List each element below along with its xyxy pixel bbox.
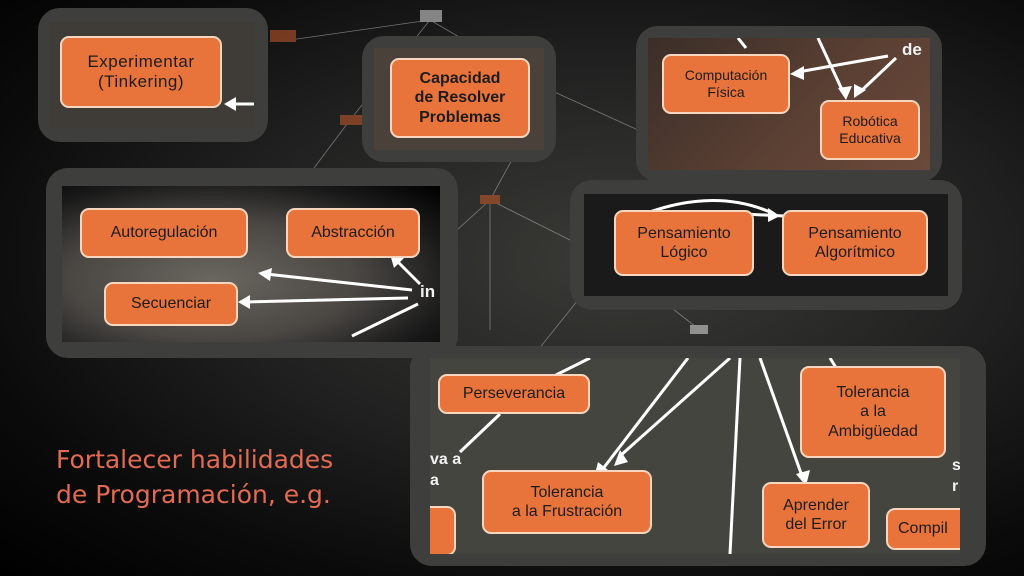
panel-computacion: Computación Física Robótica Educativa de — [636, 26, 942, 182]
panel-autoregulacion: Autoregulación Abstracción Secuenciar in — [46, 168, 458, 358]
fragment-text: de — [902, 40, 922, 59]
node-tolerancia-frustracion[interactable]: Tolerancia a la Frustración — [482, 470, 652, 534]
node-abstraccion[interactable]: Abstracción — [286, 208, 420, 258]
caption: Fortalecer habilidades de Programación, … — [56, 445, 334, 509]
panel-perseverancia: Perseverancia Tolerancia a la Ambigüedad… — [410, 346, 986, 566]
node-compil[interactable]: Compil — [886, 508, 960, 550]
panel-experimentar: Experimentar (Tinkering) — [38, 8, 268, 142]
fragment-text: s r — [952, 457, 960, 495]
fragment-text: va a a — [430, 451, 462, 489]
fragment-text: in — [420, 282, 436, 301]
panel-pensamiento: Pensamiento Lógico Pensamiento Algorítmi… — [570, 180, 962, 310]
panel-capacidad: Capacidad de Resolver Problemas — [362, 36, 556, 162]
node-experimentar[interactable]: Experimentar (Tinkering) — [60, 36, 222, 108]
node-capacidad-resolver-problemas[interactable]: Capacidad de Resolver Problemas — [390, 58, 530, 138]
arrows-autoregulacion — [238, 254, 422, 338]
node-pensamiento-logico[interactable]: Pensamiento Lógico — [614, 210, 754, 276]
arrows-computacion — [736, 38, 898, 100]
node-secuenciar[interactable]: Secuenciar — [104, 282, 238, 326]
node-computacion-fisica[interactable]: Computación Física — [662, 54, 790, 114]
node-tolerancia-ambiguedad[interactable]: Tolerancia a la Ambigüedad — [800, 366, 946, 458]
node-robotica-educativa[interactable]: Robótica Educativa — [820, 100, 920, 160]
node-autoregulacion[interactable]: Autoregulación — [80, 208, 248, 258]
arrow-experimentar — [224, 97, 254, 111]
node-perseverancia[interactable]: Perseverancia — [438, 374, 590, 414]
node-partial-left — [430, 506, 456, 554]
node-pensamiento-algoritmico[interactable]: Pensamiento Algorítmico — [782, 210, 928, 276]
node-aprender-error[interactable]: Aprender del Error — [762, 482, 870, 548]
